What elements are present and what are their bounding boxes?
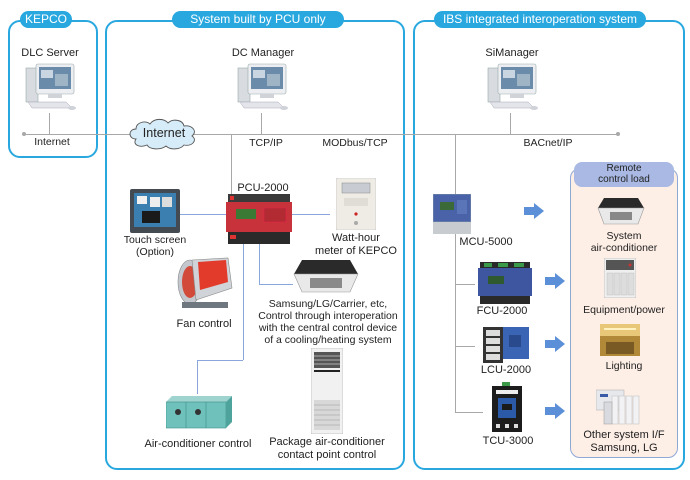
simanager-computer-icon xyxy=(487,63,538,110)
dlc-server-label: DLC Server xyxy=(21,47,79,59)
simanager-label: SiManager xyxy=(485,47,539,59)
equipment-power-icon[interactable] xyxy=(604,258,636,298)
dc-manager-computer-icon xyxy=(237,63,288,110)
mcu-5000-device-icon[interactable] xyxy=(433,194,471,234)
cassette-label-3: with the central control device xyxy=(258,322,398,334)
remote-item-equipment-label: Equipment/power xyxy=(583,304,665,316)
pcu-to-meter-line xyxy=(292,214,330,215)
tcu-3000-device-icon[interactable] xyxy=(492,382,522,432)
pcu-to-cassette-h xyxy=(259,284,293,285)
si-drop-line xyxy=(510,113,511,134)
pcu-2000-device-icon[interactable] xyxy=(226,194,292,244)
dc-manager-label: DC Manager xyxy=(231,47,295,59)
package-ac-label-2: contact point control xyxy=(277,449,377,461)
fcu-2000-label: FCU-2000 xyxy=(476,305,528,317)
backbone-end-left xyxy=(22,132,26,136)
remote-item-other-1: Other system I/F xyxy=(583,429,665,441)
network-backbone xyxy=(24,134,618,135)
tcu-branch xyxy=(455,412,483,413)
fan-control-label: Fan control xyxy=(176,318,232,330)
remote-item-other-2: Samsung, LG xyxy=(590,442,658,454)
cassette-ac-icon[interactable] xyxy=(292,256,360,296)
cassette-label-1: Samsung/LG/Carrier, etc, xyxy=(268,298,388,310)
other-system-icon[interactable] xyxy=(596,388,644,426)
lcu-2000-label: LCU-2000 xyxy=(480,364,532,376)
mcu-5000-label: MCU-5000 xyxy=(459,236,513,248)
watt-hour-label-2: meter of KEPCO xyxy=(315,245,397,257)
arrow-right-icon xyxy=(545,336,565,352)
cassette-label-4: of a cooling/heating system xyxy=(264,334,392,346)
remote-item-system-ac-1: System xyxy=(606,230,642,242)
system-ac-icon[interactable] xyxy=(596,196,646,228)
lighting-icon[interactable] xyxy=(600,324,640,356)
touch-screen-icon[interactable] xyxy=(130,189,180,233)
pcu-bottom-branch xyxy=(197,360,243,361)
remote-title-line2: control load xyxy=(598,174,650,185)
ahu-drop-line xyxy=(197,360,198,394)
internet-cloud-label: Internet xyxy=(142,126,186,140)
remote-title-line1: Remote xyxy=(606,163,642,174)
air-handling-unit-icon[interactable] xyxy=(166,394,232,430)
dlc-server-computer-icon xyxy=(25,63,76,110)
pcu-drop-line xyxy=(231,134,232,194)
touch-to-pcu-line xyxy=(180,214,226,215)
modbus-label: MODbus/TCP xyxy=(322,137,388,149)
fcu-branch xyxy=(455,284,475,285)
watt-hour-label-1: Watt-hour xyxy=(332,232,380,244)
tcpip-label: TCP/IP xyxy=(249,137,283,149)
cassette-label-2: Control through interoperation xyxy=(258,310,398,322)
pcu-main-down-line xyxy=(243,244,244,360)
lcu-2000-device-icon[interactable] xyxy=(483,327,529,363)
package-ac-icon[interactable] xyxy=(311,348,343,434)
dlc-drop-line xyxy=(49,113,50,134)
arrow-right-icon xyxy=(524,203,544,219)
pcu-2000-label: PCU-2000 xyxy=(237,182,289,194)
fcu-2000-device-icon[interactable] xyxy=(478,262,532,304)
ibs-title: IBS integrated interoperation system xyxy=(434,11,646,28)
pcu-to-cassette-v xyxy=(259,244,260,284)
ahu-label: Air-conditioner control xyxy=(144,438,252,450)
dc-drop-line xyxy=(261,113,262,134)
fan-unit-icon[interactable] xyxy=(176,254,234,310)
internet-cloud-icon xyxy=(129,118,195,150)
tcu-3000-label: TCU-3000 xyxy=(482,435,534,447)
pcu-title: System built by PCU only xyxy=(172,11,344,28)
internet-link-label: Internet xyxy=(34,136,70,148)
remote-item-lighting-label: Lighting xyxy=(605,360,643,372)
touch-screen-label-1: Touch screen xyxy=(123,234,187,246)
lcu-branch xyxy=(455,346,475,347)
package-ac-label-1: Package air-conditioner xyxy=(269,436,385,448)
arrow-right-icon xyxy=(545,273,565,289)
backbone-end-right xyxy=(616,132,620,136)
kepco-title: KEPCO xyxy=(20,11,72,28)
bacnet-label: BACnet/IP xyxy=(523,137,573,149)
touch-screen-label-2: (Option) xyxy=(136,246,174,258)
remote-item-system-ac-2: air-conditioner xyxy=(590,242,658,254)
ibs-bus-line xyxy=(455,134,456,412)
watt-hour-meter-icon[interactable] xyxy=(336,178,376,230)
arrow-right-icon xyxy=(545,403,565,419)
remote-control-load-title: Remote control load xyxy=(574,162,674,187)
